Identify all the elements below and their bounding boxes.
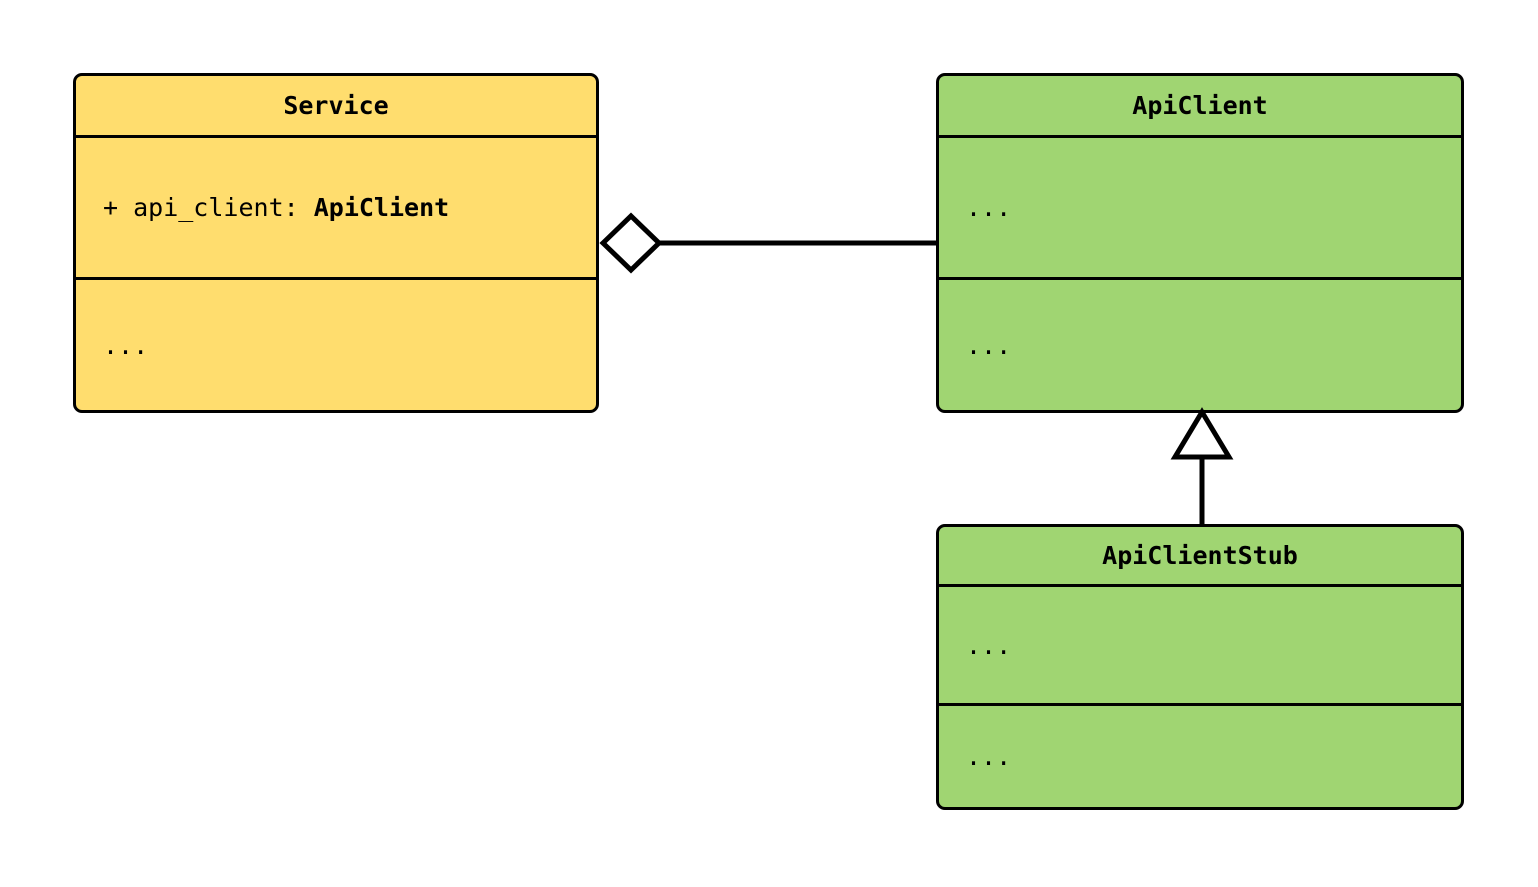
class-title-compartment-service: Service — [76, 76, 596, 138]
relationship-aggregation-service-apiclient[interactable] — [599, 212, 936, 274]
class-box-apiclient[interactable]: ApiClient ... ... — [936, 73, 1464, 413]
class-attributes-compartment-service: + api_client: ApiClient — [76, 138, 596, 277]
class-box-apiclientstub[interactable]: ApiClientStub ... ... — [936, 524, 1464, 810]
class-title-compartment-apiclient: ApiClient — [939, 76, 1461, 138]
operations-ellipsis-service: ... — [103, 330, 149, 360]
hollow-triangle-icon — [1170, 407, 1234, 460]
class-name-apiclient: ApiClient — [1132, 91, 1268, 120]
attribute-api-client-prefix: + api_client: — [103, 193, 314, 222]
operations-ellipsis-apiclient: ... — [966, 330, 1012, 360]
class-operations-compartment-apiclient: ... — [939, 277, 1461, 410]
class-attributes-compartment-apiclient: ... — [939, 138, 1461, 277]
attribute-api-client: + api_client: ApiClient — [103, 195, 449, 220]
class-name-service: Service — [283, 91, 389, 120]
class-operations-compartment-apiclientstub: ... — [939, 703, 1461, 807]
class-name-apiclientstub: ApiClientStub — [1102, 541, 1298, 570]
class-title-compartment-apiclientstub: ApiClientStub — [939, 527, 1461, 587]
class-attributes-compartment-apiclientstub: ... — [939, 587, 1461, 703]
attributes-ellipsis-apiclientstub: ... — [966, 630, 1012, 660]
attributes-ellipsis-apiclient: ... — [966, 193, 1012, 222]
class-box-service[interactable]: Service + api_client: ApiClient ... — [73, 73, 599, 413]
attribute-api-client-type: ApiClient — [313, 193, 450, 222]
operations-ellipsis-apiclientstub: ... — [966, 742, 1012, 771]
hollow-diamond-icon — [599, 212, 663, 274]
relationship-generalization-apiclientstub-apiclient[interactable] — [1170, 407, 1234, 524]
class-operations-compartment-service: ... — [76, 277, 596, 410]
